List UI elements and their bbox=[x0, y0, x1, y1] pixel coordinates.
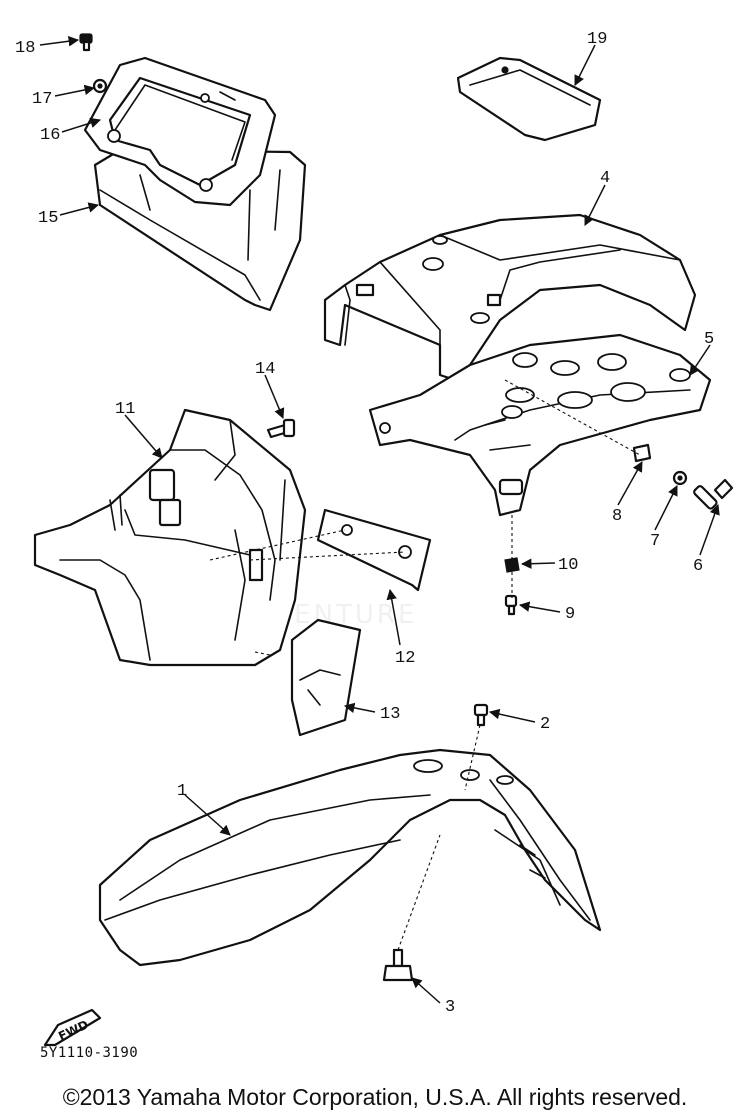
callout-4: 4 bbox=[600, 169, 610, 188]
bolt-part-3 bbox=[382, 948, 414, 982]
bolt-part-9 bbox=[504, 594, 518, 616]
tail-frame-part-11 bbox=[33, 408, 307, 667]
screw-part-18 bbox=[79, 33, 93, 52]
callout-9: 9 bbox=[565, 605, 575, 624]
callout-11: 11 bbox=[115, 400, 135, 419]
bracket-part-13 bbox=[290, 618, 362, 737]
copyright-notice: ©2013 Yamaha Motor Corporation, U.S.A. A… bbox=[62, 1084, 688, 1110]
bolt-part-14 bbox=[266, 418, 296, 439]
callout-3: 3 bbox=[445, 998, 455, 1017]
part-code-label: 5Y1110-3190 bbox=[40, 1045, 139, 1061]
nut-part-17 bbox=[92, 78, 108, 94]
front-fender-part-1 bbox=[98, 748, 602, 967]
callout-12: 12 bbox=[395, 649, 415, 668]
callout-15: 15 bbox=[38, 209, 58, 228]
nut-part-10 bbox=[504, 557, 520, 573]
rear-fender-part-4 bbox=[323, 213, 697, 382]
callout-16: 16 bbox=[40, 126, 60, 145]
nut-part-7 bbox=[672, 470, 688, 486]
plate-part-12 bbox=[316, 508, 432, 592]
washer-part-8 bbox=[632, 443, 652, 463]
callout-13: 13 bbox=[380, 705, 400, 724]
callout-2: 2 bbox=[540, 715, 550, 734]
callout-19: 19 bbox=[587, 30, 607, 49]
callout-5: 5 bbox=[704, 330, 714, 349]
forward-direction-marker: FWD bbox=[43, 1008, 102, 1047]
rear-inner-fender-part-5 bbox=[368, 333, 712, 517]
callout-14: 14 bbox=[255, 360, 275, 379]
callout-8: 8 bbox=[612, 507, 622, 526]
callout-6: 6 bbox=[693, 557, 703, 576]
callout-18: 18 bbox=[15, 39, 35, 58]
bolt-part-2 bbox=[473, 703, 489, 727]
pad-part-19 bbox=[456, 56, 602, 142]
callout-17: 17 bbox=[32, 90, 52, 109]
bolt-part-6 bbox=[693, 478, 734, 510]
parts-diagram: FWD 18 17 16 15 19 4 5 14 11 8 7 6 10 9 … bbox=[15, 30, 734, 1047]
callout-10: 10 bbox=[558, 556, 578, 575]
callout-1: 1 bbox=[177, 782, 187, 801]
battery-holder-part-16 bbox=[83, 56, 277, 207]
callout-7: 7 bbox=[650, 532, 660, 551]
